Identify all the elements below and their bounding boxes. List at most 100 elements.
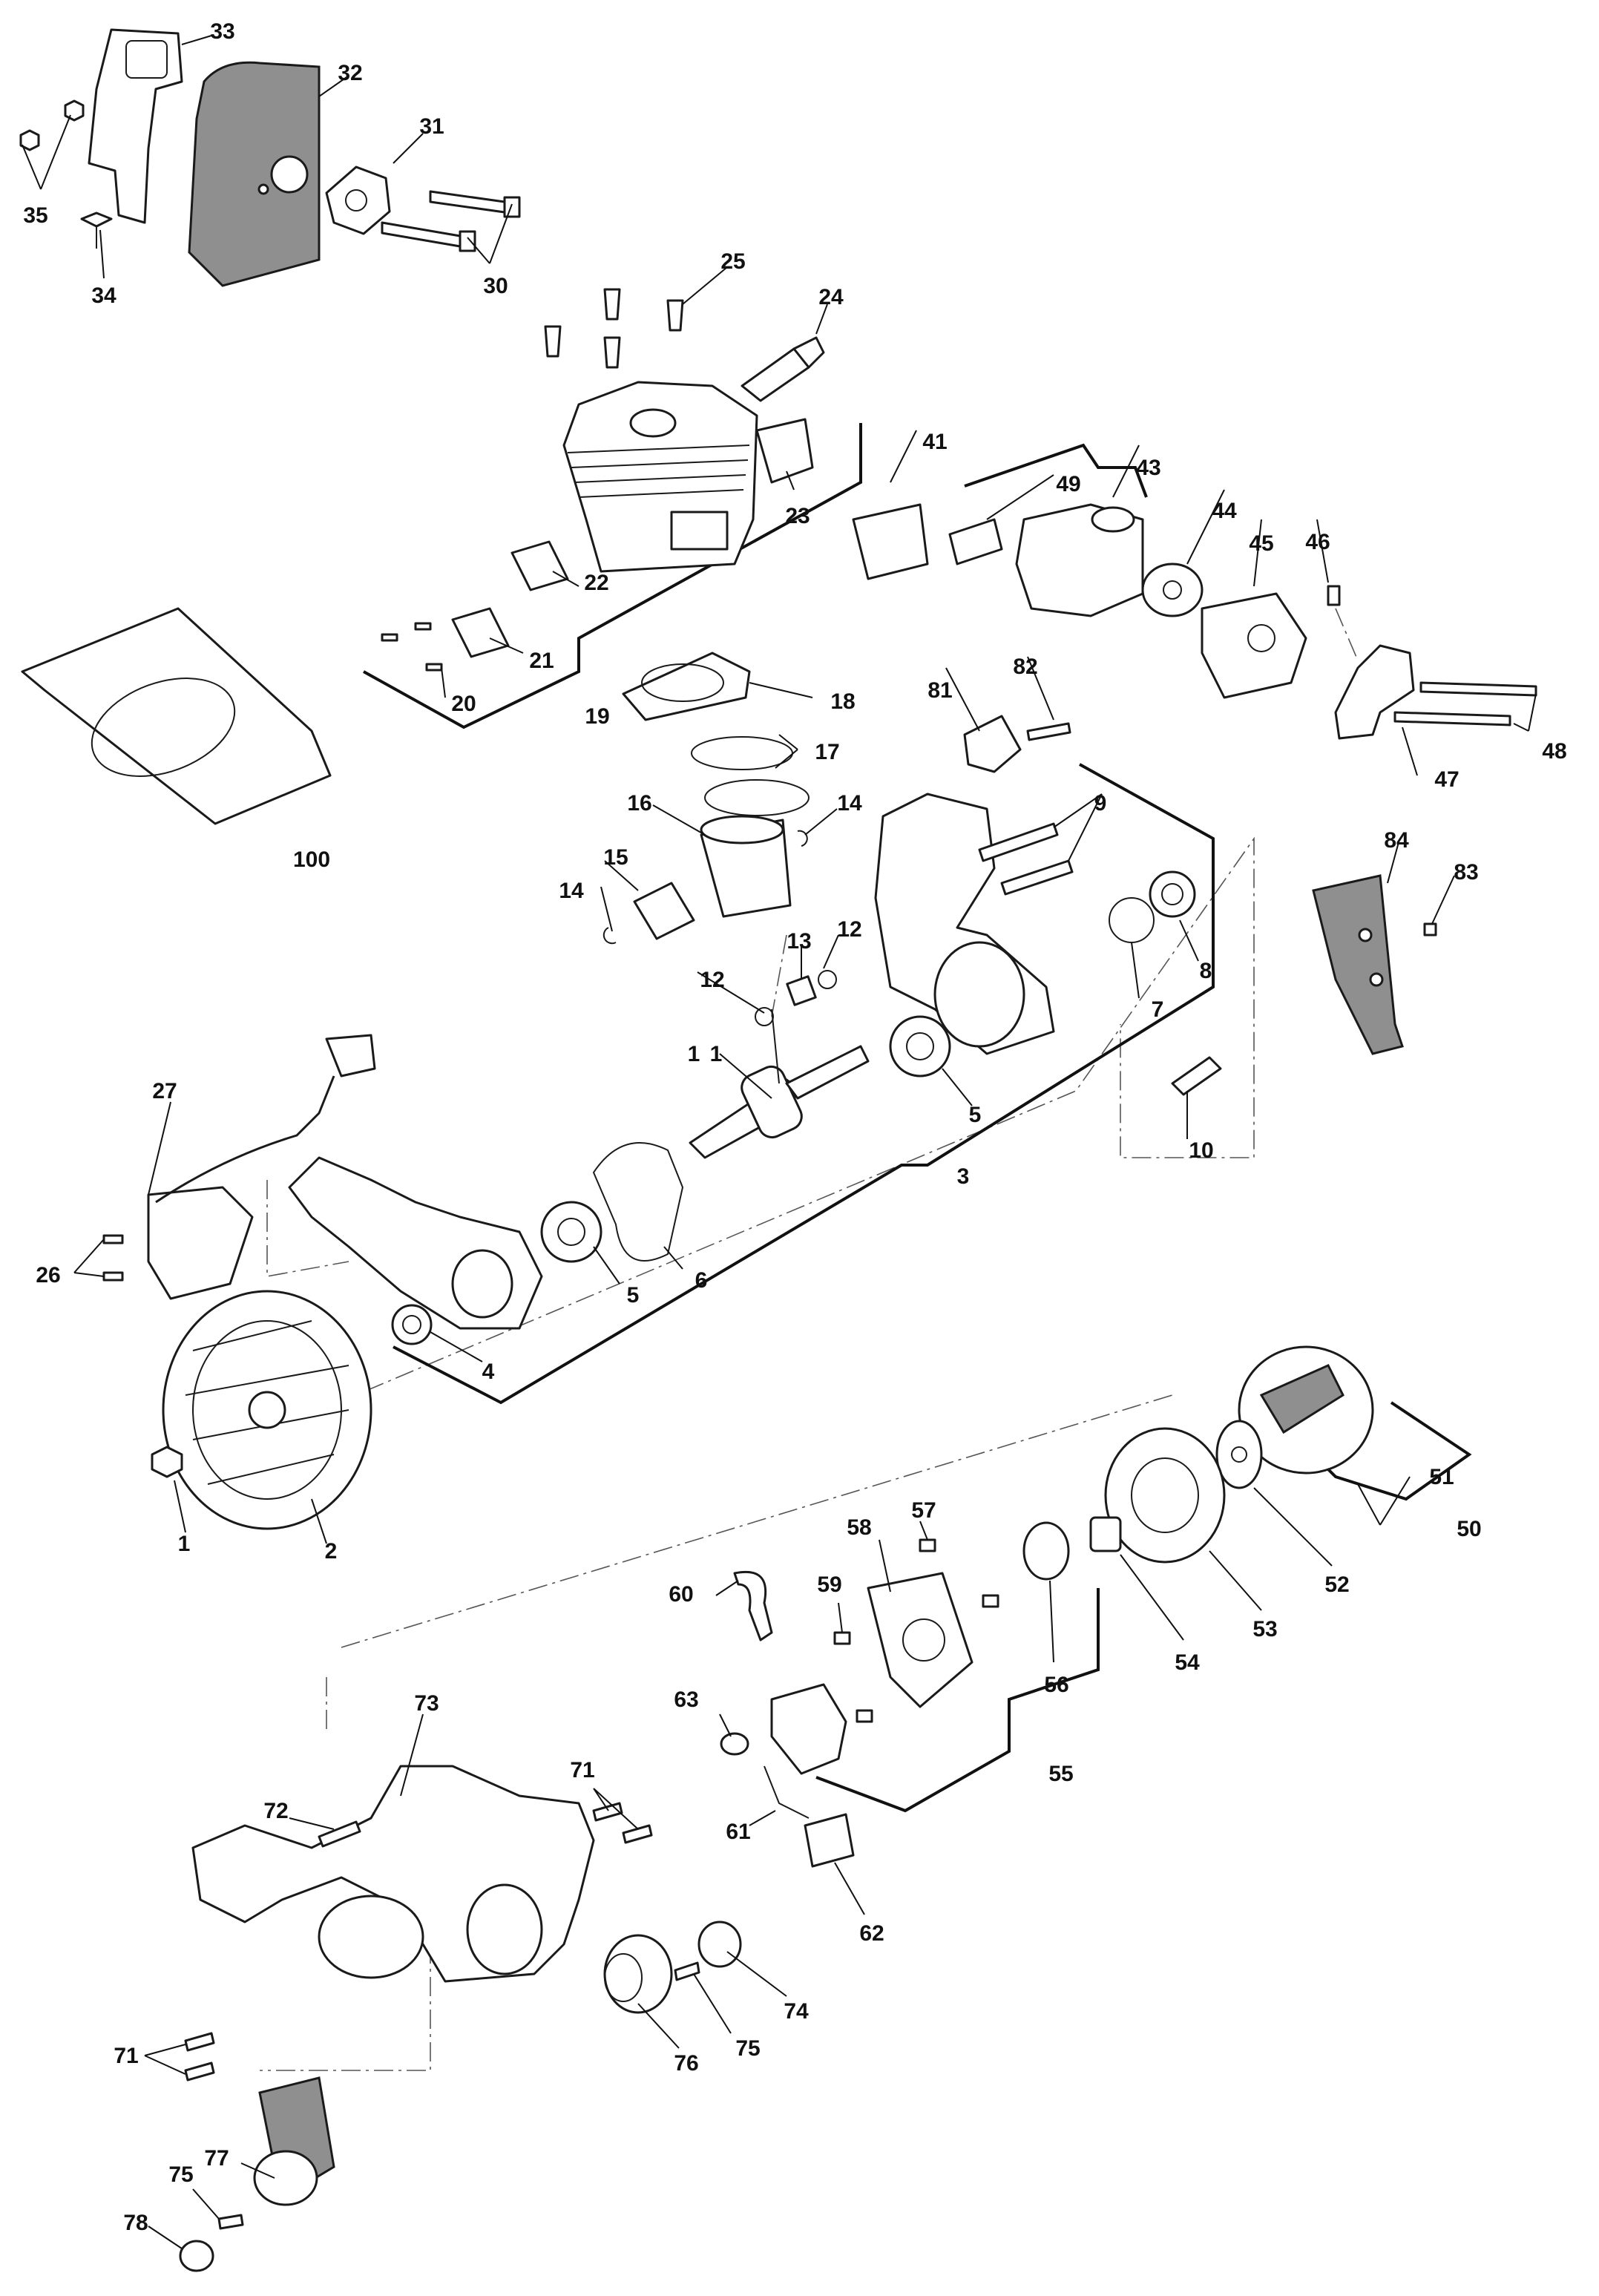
callout-53: 53 bbox=[1252, 1617, 1277, 1641]
needle-bearing-clutch bbox=[1089, 1516, 1122, 1552]
crankcase-housing[interactable] bbox=[191, 1765, 595, 1983]
piston[interactable] bbox=[700, 815, 792, 918]
crankcase-left[interactable] bbox=[288, 1156, 543, 1330]
main-bearing-left bbox=[540, 1201, 603, 1263]
oil-pump-screws bbox=[833, 1538, 999, 1723]
callout-26: 26 bbox=[36, 1263, 60, 1288]
callout-16: 16 bbox=[627, 791, 651, 816]
intake-elbow bbox=[1334, 644, 1415, 740]
crankcase-right[interactable] bbox=[874, 793, 1055, 1055]
flywheel[interactable] bbox=[162, 1290, 372, 1530]
callout-49: 49 bbox=[1056, 472, 1080, 496]
callout-25: 25 bbox=[720, 249, 745, 274]
oil-hose bbox=[733, 1570, 810, 1819]
needle-bearing bbox=[755, 970, 837, 1026]
clutch-drum[interactable] bbox=[1104, 1427, 1226, 1564]
callout-14: 14 bbox=[559, 879, 584, 903]
callout-23: 23 bbox=[785, 504, 810, 528]
callout-4: 4 bbox=[482, 1359, 495, 1384]
callout-13: 13 bbox=[787, 929, 811, 954]
callout-22: 22 bbox=[584, 571, 608, 595]
choke-part bbox=[963, 715, 1071, 773]
callout-48: 48 bbox=[1542, 739, 1566, 764]
callout-5: 5 bbox=[969, 1103, 982, 1127]
handle-buffer-cap bbox=[179, 2214, 244, 2272]
callout-6: 6 bbox=[695, 1268, 708, 1293]
callout-84: 84 bbox=[1384, 828, 1409, 853]
air-filter-mesh bbox=[948, 518, 1003, 565]
callout-12: 12 bbox=[700, 968, 724, 992]
callout-1: 1 bbox=[710, 1042, 723, 1066]
callout-74: 74 bbox=[784, 1999, 809, 2024]
callout-76: 76 bbox=[674, 2051, 698, 2076]
av-buffer-large[interactable] bbox=[603, 1934, 673, 2014]
main-bearing-right bbox=[889, 1015, 951, 1078]
crankshaft[interactable] bbox=[689, 1008, 870, 1159]
cylinder[interactable] bbox=[562, 381, 758, 573]
crankcase-studs bbox=[978, 822, 1074, 896]
callout-21: 21 bbox=[529, 649, 554, 673]
intake-gaskets bbox=[381, 540, 569, 672]
callout-62: 62 bbox=[859, 1921, 884, 1946]
decompression-plate bbox=[755, 418, 814, 484]
callout-100: 100 bbox=[293, 847, 330, 872]
muffler[interactable] bbox=[188, 61, 321, 287]
crankcase-seal-left bbox=[391, 1304, 433, 1345]
callout-17: 17 bbox=[815, 740, 839, 764]
callout-54: 54 bbox=[1175, 1650, 1200, 1675]
oil-pump[interactable] bbox=[770, 1683, 847, 1775]
callout-43: 43 bbox=[1136, 456, 1160, 480]
ignition-screws bbox=[102, 1234, 124, 1282]
carburetor-gasket bbox=[1141, 562, 1204, 617]
spark-plug[interactable] bbox=[741, 336, 825, 402]
callout-46: 46 bbox=[1305, 530, 1330, 554]
callout-15: 15 bbox=[603, 845, 628, 870]
callout-41: 41 bbox=[922, 430, 947, 454]
av-buffer-small bbox=[674, 1921, 742, 1981]
flywheel-nut bbox=[151, 1446, 183, 1478]
chain-guide-plate[interactable] bbox=[1312, 874, 1404, 1055]
callout-7: 7 bbox=[1152, 997, 1164, 1022]
callout-75: 75 bbox=[735, 2036, 760, 2061]
intake-manifold bbox=[852, 503, 929, 580]
callout-72: 72 bbox=[263, 1799, 288, 1823]
callout-83: 83 bbox=[1454, 860, 1478, 885]
crankcase-seal-right bbox=[1109, 870, 1196, 943]
housing-screws bbox=[184, 1802, 653, 2082]
callout-5: 5 bbox=[627, 1283, 640, 1308]
callout-30: 30 bbox=[483, 274, 508, 298]
handle-buffer-strap[interactable] bbox=[253, 2076, 335, 2206]
crankcase-bolt bbox=[1171, 1056, 1222, 1096]
clutch[interactable] bbox=[1238, 1345, 1374, 1475]
piston-rings bbox=[691, 736, 810, 816]
ignition-module[interactable] bbox=[147, 1034, 376, 1300]
callout-82: 82 bbox=[1013, 655, 1037, 679]
callout-52: 52 bbox=[1324, 1572, 1349, 1597]
callout-10: 10 bbox=[1189, 1138, 1213, 1163]
clutch-washer bbox=[1215, 1420, 1263, 1489]
group-brackets bbox=[363, 423, 1472, 1813]
callout-1: 1 bbox=[178, 1532, 191, 1556]
callout-61: 61 bbox=[726, 1820, 750, 1844]
callout-9: 9 bbox=[1094, 791, 1107, 816]
callout-2: 2 bbox=[325, 1539, 338, 1564]
callout-63: 63 bbox=[674, 1687, 698, 1712]
callout-8: 8 bbox=[1200, 959, 1212, 983]
callout-47: 47 bbox=[1434, 767, 1459, 792]
piston-circlips bbox=[603, 830, 808, 945]
callout-44: 44 bbox=[1212, 499, 1237, 523]
callout-27: 27 bbox=[152, 1079, 177, 1103]
callout-19: 19 bbox=[585, 704, 609, 729]
assembly-axis-lines bbox=[214, 608, 1359, 2071]
callout-35: 35 bbox=[23, 203, 47, 228]
carburetor[interactable] bbox=[1201, 592, 1307, 699]
callout-34: 34 bbox=[91, 283, 116, 308]
callout-75: 75 bbox=[168, 2162, 193, 2187]
callout-45: 45 bbox=[1249, 531, 1273, 556]
callout-71: 71 bbox=[114, 2044, 138, 2068]
carb-screw bbox=[1327, 585, 1341, 606]
callout-57: 57 bbox=[911, 1498, 936, 1523]
oil-pump-cover[interactable] bbox=[867, 1572, 973, 1708]
callout-51: 51 bbox=[1429, 1465, 1454, 1489]
